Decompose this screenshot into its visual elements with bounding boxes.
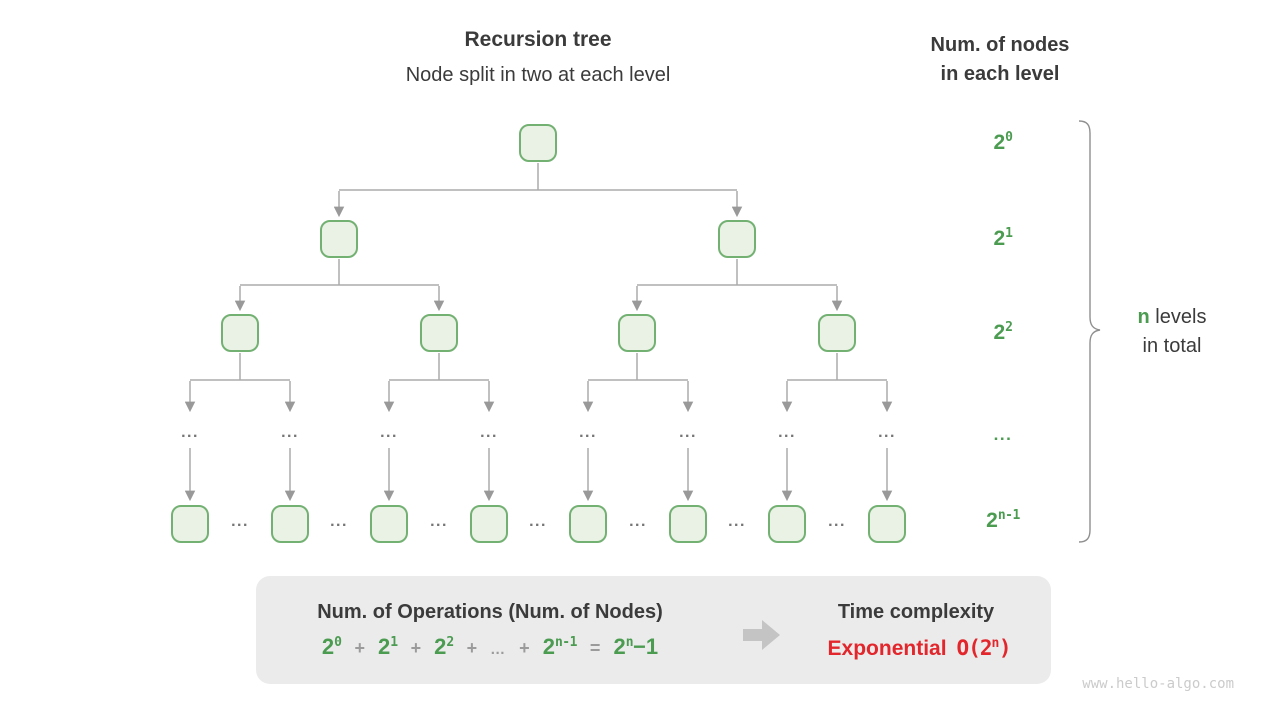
level-count-last: 2n-1 (972, 507, 1034, 538)
tree-node (420, 314, 458, 352)
ellipsis-level-dots: ... (480, 424, 498, 441)
operations-formula: 20 + 21 + 22 + … + 2n-1 = 2n−1 (322, 634, 658, 660)
formula-term: 21 (377, 634, 398, 659)
n-highlight: n (1137, 306, 1150, 328)
level-count-base: 2 (986, 509, 998, 532)
right-column-title: Num. of nodes in each level (898, 31, 1102, 89)
leaf-separator-dots: ... (231, 513, 249, 530)
levels-word: levels (1149, 306, 1207, 328)
leaf-separator-dots: ... (728, 513, 746, 530)
right-column-title-line2: in each level (940, 63, 1060, 85)
leaf-separator-dots: ... (629, 513, 647, 530)
complexity-word: Exponential (827, 637, 947, 660)
plus-sign: + (519, 638, 530, 658)
level-count-2: 22 (972, 319, 1034, 350)
levels-brace (1078, 120, 1101, 543)
summary-box (256, 576, 1051, 684)
right-column-title-line1: Num. of nodes (930, 34, 1070, 56)
tree-node (618, 314, 656, 352)
levels-total-note: n levels in total (1104, 303, 1240, 361)
level-count-base: 2 (993, 227, 1006, 250)
ellipsis-level-dots: ... (778, 424, 796, 441)
diagram-title: Recursion tree (464, 28, 612, 51)
formula-ellipsis: … (490, 641, 507, 658)
ellipsis-level-dots: ... (679, 424, 697, 441)
leaf-separator-dots: ... (330, 513, 348, 530)
tree-node (818, 314, 856, 352)
tree-node (221, 314, 259, 352)
tree-node-leaf (669, 505, 707, 543)
level-count-0: 20 (972, 129, 1034, 160)
leaf-separator-dots: ... (430, 513, 448, 530)
level-count-base: 2 (993, 131, 1006, 154)
leaf-separator-dots: ... (529, 513, 547, 530)
level-count-1: 21 (972, 225, 1034, 256)
ellipsis-level-dots: ... (281, 424, 299, 441)
formula-term: 22 (434, 634, 454, 659)
ellipsis-level-dots: ... (579, 424, 597, 441)
operations-title: Num. of Operations (Num. of Nodes) (317, 601, 663, 623)
plus-sign: + (410, 638, 422, 658)
tree-node (320, 220, 358, 258)
time-complexity-title: Time complexity (837, 601, 995, 623)
plus-sign: + (466, 638, 478, 658)
ellipsis-level-dots: ... (878, 424, 896, 441)
tree-node-leaf (868, 505, 906, 543)
level-count-ellipsis: ... (993, 425, 1013, 444)
equals-sign: = (589, 638, 601, 658)
tree-node (718, 220, 756, 258)
tree-node-leaf (470, 505, 508, 543)
complexity-result: Exponential O(2n) (827, 636, 1012, 661)
tree-node-leaf (271, 505, 309, 543)
tree-node-leaf (569, 505, 607, 543)
formula-term: 20 (321, 634, 342, 659)
level-count-exponent: n-1 (997, 508, 1020, 523)
ellipsis-level-dots: ... (181, 424, 199, 441)
tree-node-leaf (370, 505, 408, 543)
tree-node-root (519, 124, 557, 162)
formula-result: 2n−1 (613, 634, 659, 659)
diagram-subtitle: Node split in two at each level (405, 64, 671, 86)
plus-sign: + (354, 638, 365, 658)
level-count-base: 2 (993, 321, 1006, 344)
level-count-exponent: 0 (1005, 130, 1013, 145)
tree-node-leaf (171, 505, 209, 543)
tree-node-leaf (768, 505, 806, 543)
site-watermark: www.hello-algo.com (1082, 676, 1234, 692)
big-o-notation: O(2n) (956, 636, 1012, 660)
formula-term: 2n-1 (542, 634, 578, 659)
leaf-separator-dots: ... (828, 513, 846, 530)
ellipsis-level-dots: ... (380, 424, 398, 441)
level-count-exponent: 1 (1005, 226, 1013, 241)
in-total-word: in total (1142, 335, 1202, 357)
level-count-exponent: 2 (1005, 320, 1013, 335)
